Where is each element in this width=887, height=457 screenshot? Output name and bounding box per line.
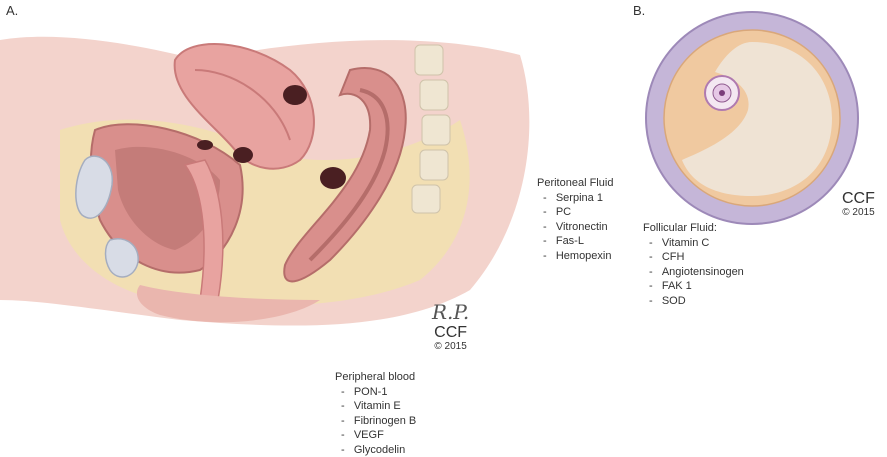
follicular-fluid-item: Vitamin C <box>649 236 744 251</box>
panel-b-signature: CCF © 2015 <box>842 190 875 218</box>
peripheral-blood-title: Peripheral blood <box>335 370 416 385</box>
peripheral-blood-list: Peripheral blood PON-1 Vitamin E Fibrino… <box>335 370 416 457</box>
follicular-fluid-list: Follicular Fluid: Vitamin C CFH Angioten… <box>643 221 744 308</box>
peritoneal-fluid-item: Vitronectin <box>543 220 613 235</box>
panel-b-ccf: CCF <box>842 190 875 207</box>
peritoneal-fluid-list: Peritoneal Fluid Serpina 1 PC Vitronecti… <box>537 176 613 263</box>
follicular-fluid-item: SOD <box>649 294 744 309</box>
peritoneal-fluid-title: Peritoneal Fluid <box>537 176 613 191</box>
peripheral-blood-item: Fibrinogen B <box>341 414 416 429</box>
peritoneal-fluid-item: Fas-L <box>543 234 613 249</box>
follicular-fluid-item: FAK 1 <box>649 279 744 294</box>
follicular-fluid-title: Follicular Fluid: <box>643 221 744 236</box>
follicle-granulosa-layer <box>664 30 840 206</box>
follicle-antrum <box>682 42 832 196</box>
panel-a-signature: R.P. CCF © 2015 <box>432 300 469 352</box>
follicular-fluid-item: CFH <box>649 250 744 265</box>
oocyte <box>713 84 731 102</box>
panel-b-label: B. <box>633 3 645 18</box>
panel-a-label: A. <box>6 3 18 18</box>
follicular-fluid-item: Angiotensinogen <box>649 265 744 280</box>
pelvic-anatomy-illustration <box>0 0 560 360</box>
follicle <box>646 12 858 224</box>
artist-initials: R.P. <box>432 300 469 324</box>
oocyte-nucleus <box>719 90 725 96</box>
panel-a-copyright: © 2015 <box>432 341 469 352</box>
peripheral-blood-item: VEGF <box>341 428 416 443</box>
oocyte-zona <box>705 76 739 110</box>
peripheral-blood-item: PON-1 <box>341 385 416 400</box>
peritoneal-fluid-item: Serpina 1 <box>543 191 613 206</box>
panel-b-copyright: © 2015 <box>842 207 875 218</box>
peripheral-blood-item: Vitamin E <box>341 399 416 414</box>
follicle-theca-wall <box>646 12 858 224</box>
pubic-bone-lower <box>106 239 139 277</box>
panel-a-ccf: CCF <box>432 324 469 341</box>
peritoneal-fluid-item: Hemopexin <box>543 249 613 264</box>
peritoneal-fluid-item: PC <box>543 205 613 220</box>
